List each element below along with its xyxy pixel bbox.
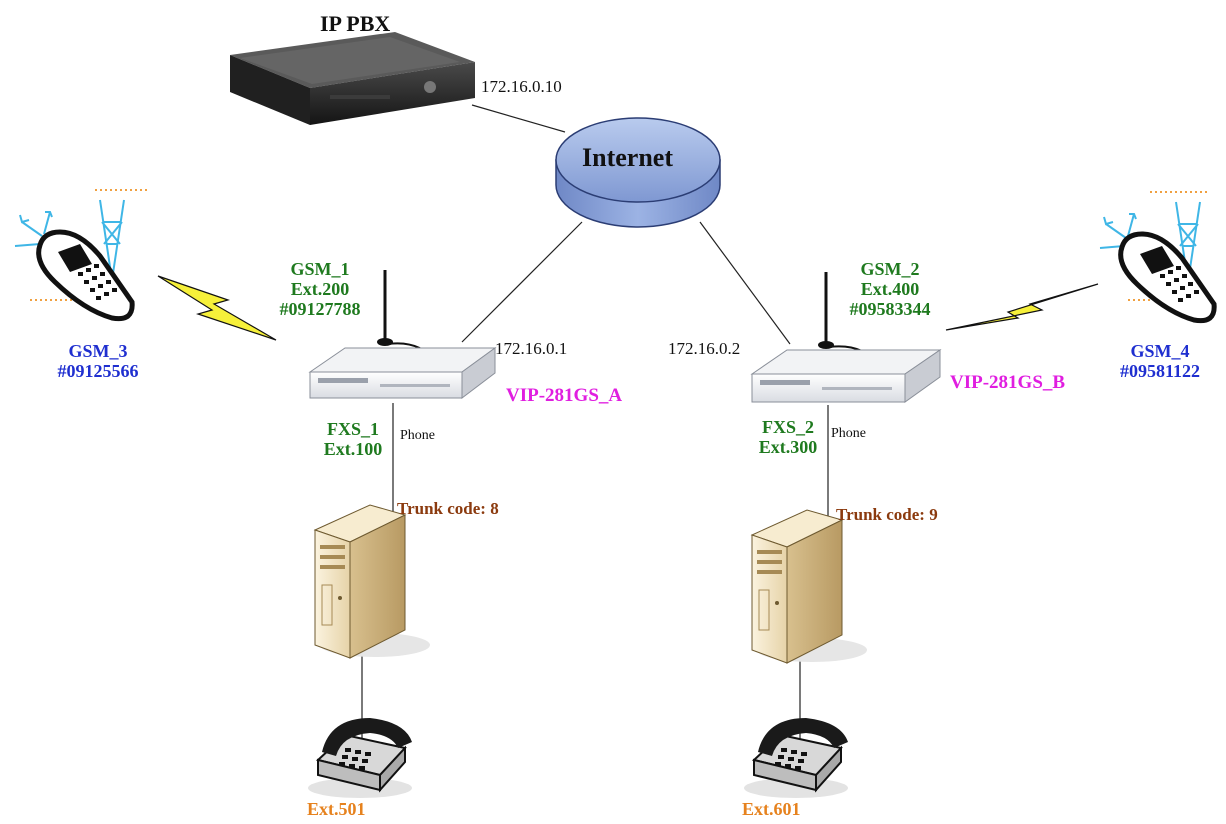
gsm-3-number: #09125566: [57, 360, 139, 381]
gsm-4-label: GSM_4 #09581122: [1100, 341, 1220, 382]
link-internet-gateway-b: [699, 221, 791, 345]
mobile-phone-left-icon: [14, 189, 150, 322]
wireless-link-right-icon: [945, 283, 1099, 331]
trunk-code-a: Trunk code: 8: [397, 499, 499, 518]
link-pbx-internet: [471, 104, 566, 133]
mobile-phone-right-icon: [1099, 191, 1217, 324]
ext-501-label: Ext.501: [307, 799, 366, 819]
gateway-a-phone-port: Phone: [400, 428, 435, 443]
gsm-4-number: #09581122: [1119, 360, 1200, 381]
ext-601-label: Ext.601: [742, 799, 801, 819]
ip-pbx-address: 172.16.0.10: [481, 77, 562, 96]
fxs-2-extension: Ext.300: [758, 436, 818, 457]
pbx-server-b-icon: [750, 509, 867, 664]
gsm-1-number: #09127788: [279, 298, 361, 319]
desk-phone-a-icon: [308, 718, 412, 798]
internet-label: Internet: [582, 143, 673, 172]
network-links: [361, 104, 829, 742]
link-internet-gateway-a: [461, 221, 583, 343]
gsm-2-extension: Ext.400: [860, 278, 920, 299]
internet-cloud-icon: [555, 117, 721, 228]
wireless-link-left-icon: [157, 275, 277, 341]
gsm-2-name: GSM_2: [860, 259, 920, 279]
fxs-1-name: FXS_1: [326, 419, 379, 439]
fxs-2-name: FXS_2: [761, 417, 814, 437]
ip-pbx-device-icon: [230, 32, 475, 125]
desk-phone-b-icon: [744, 718, 848, 798]
pbx-server-a-icon: [313, 504, 430, 659]
gsm-1-extension: Ext.200: [290, 278, 350, 299]
gsm-2-number: #09583344: [849, 298, 931, 319]
fxs-1-label: FXS_1 Ext.100: [315, 419, 391, 460]
ip-pbx-title: IP PBX: [320, 11, 391, 36]
fxs-2-label: FXS_2 Ext.300: [750, 417, 826, 458]
gateway-a-device-icon: [308, 270, 497, 400]
gsm-3-name: GSM_3: [68, 341, 128, 361]
gsm-4-name: GSM_4: [1130, 341, 1190, 361]
fxs-1-extension: Ext.100: [323, 438, 383, 459]
gsm-1-label: GSM_1 Ext.200 #09127788: [270, 259, 370, 319]
gateway-a-ip: 172.16.0.1: [495, 339, 568, 358]
gsm-1-name: GSM_1: [290, 259, 350, 279]
gateway-a-name: VIP-281GS_A: [506, 385, 623, 406]
gateway-b-ip: 172.16.0.2: [668, 339, 741, 358]
trunk-code-b: Trunk code: 9: [836, 505, 938, 524]
gsm-3-label: GSM_3 #09125566: [38, 341, 158, 382]
gateway-b-device-icon: [750, 272, 942, 403]
gsm-2-label: GSM_2 Ext.400 #09583344: [840, 259, 940, 319]
gateway-b-phone-port: Phone: [831, 426, 866, 441]
gateway-b-name: VIP-281GS_B: [950, 372, 1066, 393]
